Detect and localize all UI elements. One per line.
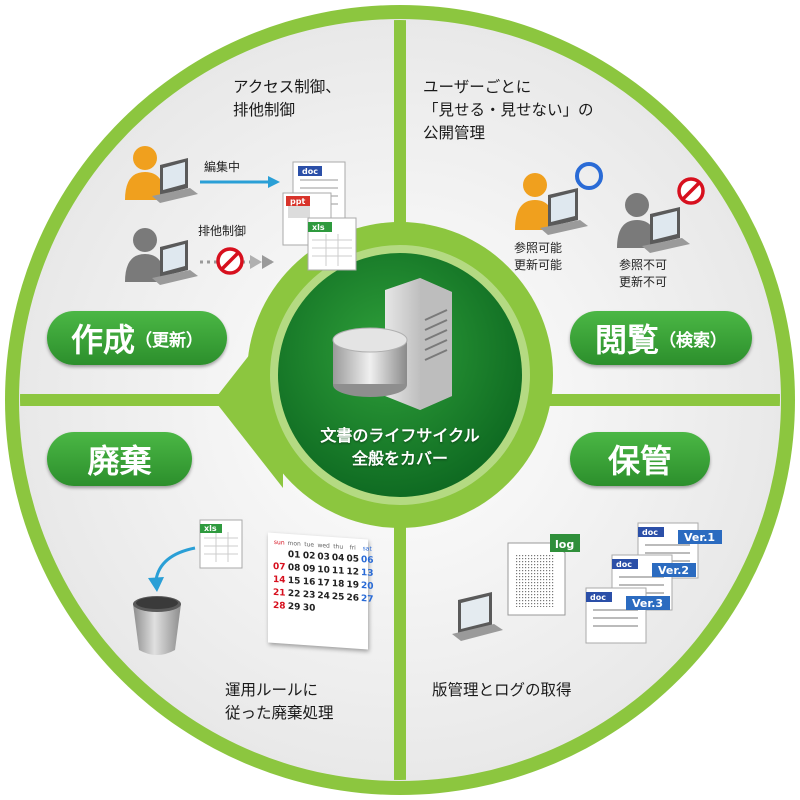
cal-day: 16	[302, 576, 316, 588]
allowed-circle-icon	[575, 162, 603, 190]
cal-day: 15	[287, 575, 301, 587]
pill-view-main: 閲覧	[594, 321, 659, 359]
calendar: sun mon tue wed thu fri sat 01 02 03 04 …	[268, 532, 374, 650]
cal-day: 27	[360, 593, 374, 605]
log-tag: log	[555, 538, 574, 551]
denied-user-icon	[617, 193, 690, 253]
cal-day	[360, 605, 375, 619]
cal-day: 30	[302, 602, 316, 614]
edit-arrow-icon	[200, 176, 280, 188]
denied-label-line2: 更新不可	[619, 275, 668, 289]
view-desc-line1: ユーザーごとに	[423, 78, 532, 96]
version-doc-tag-1: doc	[642, 528, 658, 537]
dispose-desc-line1: 運用ルールに	[225, 681, 319, 699]
discard-arrow-icon	[148, 546, 196, 592]
cal-day: 25	[331, 591, 345, 603]
cal-day: 03	[317, 551, 330, 563]
denied-forbidden-icon	[677, 177, 705, 205]
cal-day	[272, 547, 287, 561]
pill-create: 作成（更新）	[47, 311, 227, 365]
dispose-desc: 運用ルールに 従った廃棄処理	[225, 679, 334, 725]
view-desc-line2: 「見せる・見せない」の	[423, 101, 594, 119]
cal-day: 08	[287, 562, 301, 574]
version-label-2: Ver.2	[658, 564, 689, 577]
center-caption-line2: 全般をカバー	[351, 449, 448, 468]
cal-day: 10	[317, 564, 330, 576]
xls-file-icon	[199, 519, 243, 569]
pill-view: 閲覧（検索）	[570, 311, 752, 365]
denied-label: 参照不可 更新不可	[619, 257, 667, 291]
pill-create-sub: （更新）	[135, 330, 203, 351]
version-label-1: Ver.1	[684, 531, 715, 544]
version-label-3: Ver.3	[632, 597, 663, 610]
ppt-tag: ppt	[290, 197, 305, 206]
version-doc-tag-2: doc	[616, 560, 632, 569]
cal-day: 20	[360, 580, 374, 592]
log-document-icon	[507, 534, 580, 616]
cal-day: 12	[346, 566, 359, 578]
cal-day: 24	[317, 590, 330, 602]
editing-label: 編集中	[204, 160, 241, 174]
create-desc-line1: アクセス制御、	[233, 78, 341, 96]
view-desc-line3: 公開管理	[423, 124, 486, 142]
cal-day: 09	[302, 563, 316, 575]
cal-day: 06	[360, 554, 374, 566]
cal-day: 18	[331, 578, 345, 590]
cal-day: 17	[317, 577, 330, 589]
denied-label-line1: 参照不可	[619, 258, 668, 272]
cal-day: 13	[360, 567, 374, 579]
pill-store: 保管	[570, 432, 710, 486]
cal-day: 04	[331, 552, 345, 564]
center-caption: 文書のライフサイクル 全般をカバー	[300, 424, 500, 470]
cal-day	[331, 603, 346, 617]
pill-store-main: 保管	[607, 442, 672, 480]
cal-day: 07	[273, 561, 286, 573]
store-desc: 版管理とログの取得	[432, 681, 572, 699]
center-caption-line1: 文書のライフサイクル	[320, 426, 480, 445]
cal-day: 22	[287, 588, 301, 600]
allowed-label-line2: 更新可能	[514, 258, 563, 272]
document-stack-icon	[282, 161, 357, 271]
cal-day: 02	[302, 550, 316, 562]
pill-view-sub: （検索）	[659, 330, 727, 351]
allowed-label: 参照可能 更新可能	[514, 240, 562, 274]
pill-create-main: 作成	[70, 321, 135, 359]
version-doc-tag-3: doc	[590, 593, 606, 602]
cal-day: 05	[346, 553, 359, 565]
database-icon	[332, 327, 408, 397]
version-docs-icon	[585, 522, 722, 644]
editing-user-icon	[125, 146, 198, 203]
dispose-desc-line2: 従った廃棄処理	[225, 704, 334, 722]
cal-day: 01	[287, 549, 301, 561]
locked-label: 排他制御	[198, 224, 247, 238]
locked-user-icon	[125, 228, 198, 285]
cal-day: 19	[346, 579, 359, 591]
doc-tag: doc	[302, 167, 318, 176]
xls-tag: xls	[312, 223, 325, 232]
cal-day: 28	[273, 600, 286, 612]
cal-day: 26	[346, 592, 359, 604]
allowed-label-line1: 参照可能	[514, 241, 563, 255]
cal-day	[345, 604, 360, 618]
trash-bin-icon	[133, 596, 181, 655]
create-desc: アクセス制御、 排他制御	[233, 76, 341, 122]
cal-day: 23	[302, 589, 316, 601]
pill-dispose: 廃棄	[47, 432, 192, 486]
allowed-user-icon	[515, 173, 588, 235]
laptop-icon	[452, 592, 503, 641]
cal-day: 29	[287, 601, 301, 613]
cal-day: 21	[273, 587, 286, 599]
pill-dispose-main: 廃棄	[87, 442, 152, 480]
cal-day: 11	[331, 565, 345, 577]
create-desc-line2: 排他制御	[233, 101, 296, 119]
view-desc: ユーザーごとに 「見せる・見せない」の 公開管理	[423, 76, 594, 145]
dispose-xls-tag: xls	[204, 524, 217, 533]
cal-day	[316, 602, 331, 616]
forbidden-icon	[216, 247, 244, 275]
cal-day: 14	[273, 574, 286, 586]
